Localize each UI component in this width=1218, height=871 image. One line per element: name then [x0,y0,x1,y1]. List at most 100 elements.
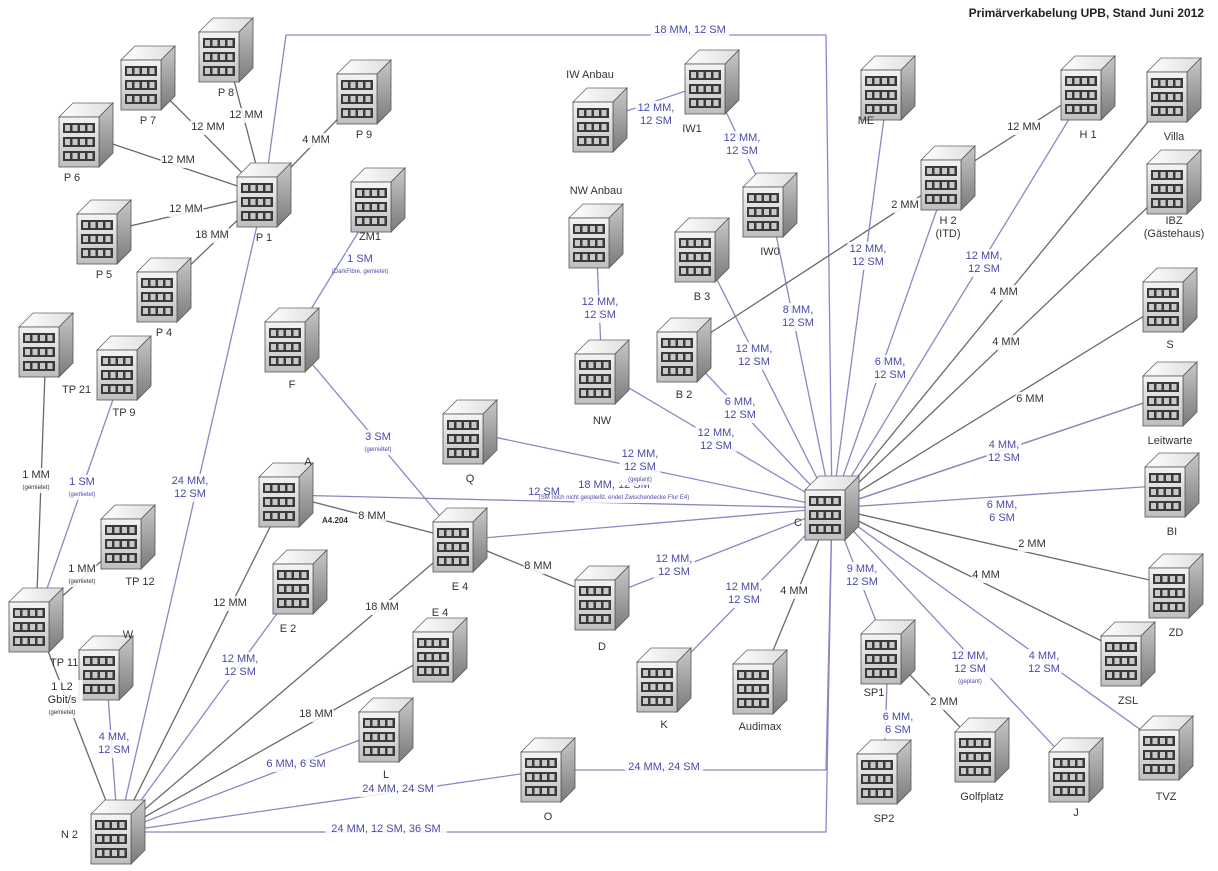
connection-label-audimax-c: 4 MM [779,584,809,599]
svg-text:1 SM: 1 SM [69,476,95,488]
connection-label-f-e4a: 3 SM (gemietet) [363,430,393,455]
building-nwanbau [568,203,624,269]
building-label-sp2: SP2 [874,813,895,825]
connection-label-p5-p1: 12 MM [168,202,204,217]
building-sp2 [856,739,912,805]
svg-text:24 MM, 12 SM, 36 SM: 24 MM, 12 SM, 36 SM [331,823,440,835]
building-zd [1148,553,1204,619]
connection-label-s-c: 4 MM [991,335,1021,350]
building-tvz [1138,715,1194,781]
building-label-iw1: IW1 [682,123,702,135]
connection-label-iw0-c: 8 MM,12 SM [780,303,816,331]
svg-text:1 MM: 1 MM [68,563,96,575]
building-tp12 [100,504,156,570]
connection-label-p9-p1: 4 MM [301,133,331,148]
svg-text:(gemietet): (gemietet) [364,447,391,453]
connection-b3-c [701,249,833,509]
building-e2 [272,549,328,615]
building-label-nw: NW [593,415,612,427]
building-label-zm1: ZM1 [359,231,381,243]
svg-text:(SM noch nicht gespleißt, ende: (SM noch nicht gespleißt, endet Zwischen… [539,495,689,501]
connection-label-d-c: 12 MM,12 SM [653,552,695,580]
building-label-w: W [123,629,134,641]
connection-label-h2-c: 6 MM,12 SM [872,355,908,383]
svg-text:(gemietet): (gemietet) [68,492,95,498]
svg-text:12 SM: 12 SM [528,486,560,498]
connection-label-leitwarte-c: 6 MM [1015,392,1045,407]
connection-iw0-c [769,204,833,509]
building-label-tp11: TP 11 [50,657,78,669]
svg-text:12 MM: 12 MM [1007,121,1041,133]
svg-text:24 MM, 24 SM: 24 MM, 24 SM [362,783,434,795]
building-l [358,697,414,763]
connection-label-iw1-iw0: 12 MM,12 SM [721,131,763,159]
svg-text:12 MM: 12 MM [229,109,263,121]
svg-text:12 MM,12 SM: 12 MM,12 SM [736,343,773,368]
svg-text:12 MM: 12 MM [169,203,203,215]
building-p4 [136,257,192,323]
svg-text:3 SM: 3 SM [365,431,391,443]
building-label-tvz: TVZ [1156,791,1177,803]
building-p6 [58,102,114,168]
connection-e2-n2 [117,581,301,833]
building-n2 [90,799,146,865]
diagram-title: Primärverkabelung UPB, Stand Juni 2012 [968,6,1204,20]
building-label-b3: B 3 [694,291,711,303]
svg-text:12 MM,12 SM: 12 MM,12 SM [966,250,1003,275]
connection-l-n2 [117,729,387,833]
building-b2 [656,317,712,383]
connection-a-n2 [117,494,287,833]
building-nw [574,339,630,405]
connection-label-tvz-c: 4 MM,12 SM [1026,649,1062,677]
connection-h1-c [831,87,1089,509]
connection-label-b2-c: 6 MM,12 SM [722,395,758,423]
svg-text:6 MM, 6 SM: 6 MM, 6 SM [266,758,325,770]
connection-label-p7-p1: 12 MM [190,120,226,135]
building-label-f: F [289,379,296,391]
connection-tp11-n2 [35,619,119,833]
building-o [520,737,576,803]
svg-text:12 MM,12 SM: 12 MM,12 SM [698,427,735,452]
building-p9 [336,59,392,125]
svg-text:6 MM,12 SM: 6 MM,12 SM [724,396,756,421]
connection-p1-c [263,34,833,509]
connection-label-p1-c: 18 MM, 12 SM [650,23,730,38]
building-me [860,55,916,121]
building-label-me: ME [858,115,875,127]
connection-lines [35,34,1177,833]
building-label-villa: Villa [1164,131,1185,143]
connection-label-a-e4a: 8 MM [357,509,387,524]
building-label-b2: B 2 [676,389,693,401]
connection-label-b2-h2: 2 MM [890,198,920,213]
building-label-o: O [544,811,553,823]
svg-text:4 MM: 4 MM [972,569,1000,581]
svg-text:12 MM,12 SM: 12 MM,12 SM [726,581,763,606]
connection-e4a-n2 [117,539,461,833]
building-zm1 [350,167,406,233]
building-label-tp12: TP 12 [125,576,154,588]
building-label-ibz: IBZ(Gästehaus) [1144,215,1205,240]
connection-label-nw-c: 12 MM,12 SM [695,426,737,454]
connection-label-leitwarte-c: 4 MM,12 SM [986,438,1022,466]
svg-text:18 MM: 18 MM [299,708,333,720]
building-label-zd: ZD [1169,627,1184,639]
svg-text:4 MM: 4 MM [992,336,1020,348]
building-h2 [920,145,976,211]
svg-text:24 MM, 24 SM: 24 MM, 24 SM [628,761,700,773]
building-label-l: L [383,769,389,781]
svg-text:(gemietet): (gemietet) [48,710,75,716]
building-label-q: Q [466,473,475,485]
svg-text:(gemietet): (gemietet) [22,485,49,491]
building-label-j: J [1073,807,1079,819]
svg-text:2 MM: 2 MM [891,199,919,211]
svg-text:18 MM: 18 MM [195,229,229,241]
connection-label-o-c: 24 MM, 24 SM [624,760,704,775]
svg-text:2 MM: 2 MM [1018,538,1046,550]
connection-label-tp12-tp11: 1 MM(gemietet) [67,562,97,587]
connection-bi-c [831,484,1173,509]
building-iw0 [742,172,798,238]
